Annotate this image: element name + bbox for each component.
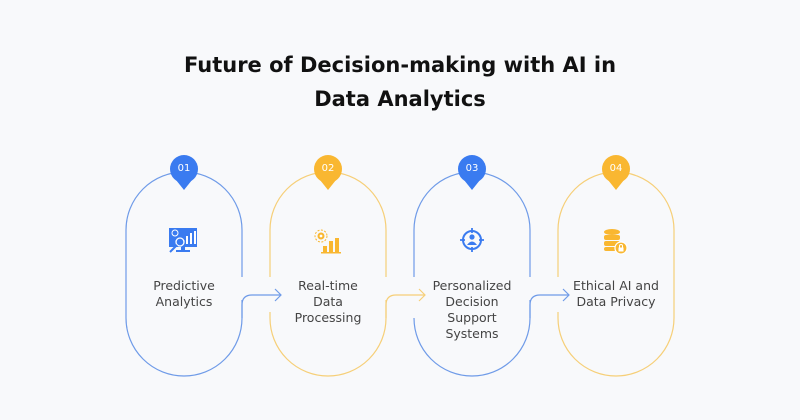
- database-lock-icon: [604, 229, 628, 255]
- page-title: Future of Decision-making with AI in Dat…: [0, 48, 800, 116]
- user-target-icon: [460, 228, 484, 252]
- step-2-outline: [269, 171, 426, 377]
- step-4-number: 04: [609, 163, 623, 174]
- step-2-label: Real-time Data Processing: [273, 278, 383, 326]
- step-1-badge: [170, 155, 198, 190]
- step-4-badge: [602, 155, 630, 190]
- label-line: Predictive: [153, 278, 215, 293]
- label-line: Processing: [294, 310, 362, 325]
- step-4-outline: [557, 171, 675, 377]
- label-line: Analytics: [155, 294, 213, 309]
- step-3-badge: [458, 155, 486, 190]
- step-1-label: Predictive Analytics: [129, 278, 239, 310]
- label-line: Ethical AI and: [573, 278, 659, 293]
- step-3-label: Personalized Decision Support Systems: [417, 278, 527, 342]
- label-line: Data: [313, 294, 343, 309]
- label-line: Decision: [445, 294, 499, 309]
- title-line-2: Data Analytics: [314, 87, 486, 111]
- title-line-1: Future of Decision-making with AI in: [183, 53, 617, 77]
- step-3-number: 03: [465, 163, 479, 174]
- step-2-badge: [314, 155, 342, 190]
- label-line: Systems: [445, 326, 499, 341]
- step-3-outline: [413, 171, 570, 377]
- step-1-number: 01: [177, 163, 191, 174]
- step-4-label: Ethical AI and Data Privacy: [561, 278, 671, 310]
- analytics-monitor-icon: [169, 228, 197, 253]
- label-line: Data Privacy: [576, 294, 656, 309]
- step-1-outline: [125, 171, 282, 377]
- label-line: Personalized: [432, 278, 512, 293]
- step-2-number: 02: [321, 163, 335, 174]
- label-line: Real-time: [298, 278, 358, 293]
- gear-bar-chart-icon: [314, 229, 341, 254]
- label-line: Support: [447, 310, 497, 325]
